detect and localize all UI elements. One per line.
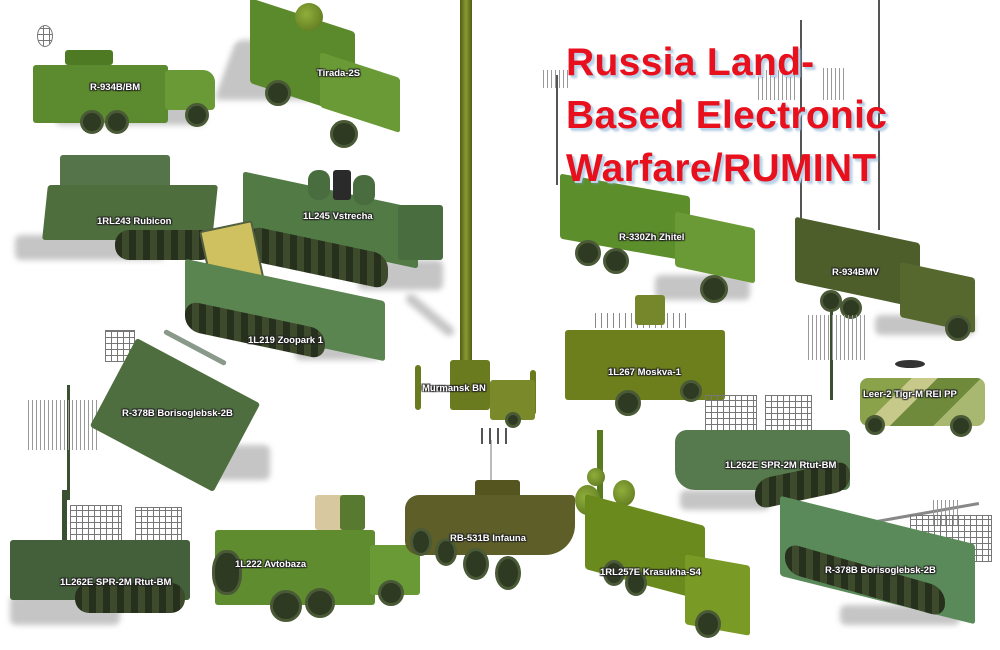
- lpda-antenna-center-right: [805, 315, 865, 360]
- lpda-antenna-title-left: [540, 70, 570, 88]
- label-tirada2s: Tirada-2S: [317, 68, 361, 79]
- vehicle-zhitel[interactable]: R-330Zh Zhitel: [555, 173, 755, 310]
- lpda-antenna-title: [755, 70, 795, 100]
- label-rtut-left: 1L262E SPR-2M Rtut-BM: [60, 577, 172, 588]
- label-infauna: RB-531B Infauna: [450, 533, 527, 544]
- label-rtut-right: 1L262E SPR-2M Rtut-BM: [725, 460, 837, 471]
- label-zoopark: 1L219 Zoopark 1: [248, 335, 323, 346]
- label-leer2: Leer-2 Tigr-M REI PP: [863, 389, 957, 400]
- antenna-pole-title-left: [556, 75, 558, 185]
- vehicle-krasukha[interactable]: 1RL257E Krasukha-S4: [575, 430, 755, 645]
- vehicle-tirada2s[interactable]: Tirada-2S: [214, 0, 415, 160]
- vehicle-rtut-left[interactable]: 1L262E SPR-2M Rtut-BM: [5, 490, 205, 635]
- title-line-2: Based Electronic: [566, 94, 888, 137]
- label-r934bbm: R-934B/BM: [90, 82, 141, 93]
- infauna-antenna-array: [475, 428, 511, 444]
- antenna-mast-right-1: [878, 0, 880, 230]
- vehicle-r934bbm[interactable]: R-934B/BM: [25, 25, 220, 135]
- label-krasukha: 1RL257E Krasukha-S4: [600, 567, 701, 578]
- label-borisoglebsk-left: R-378B Borisoglebsk-2B: [122, 408, 233, 419]
- label-borisoglebsk-right: R-378B Borisoglebsk-2B: [825, 565, 936, 576]
- title-line-3: Warfare/RUMINT: [566, 147, 877, 190]
- vehicle-r934bmv[interactable]: R-934BMV: [795, 215, 985, 345]
- label-zhitel: R-330Zh Zhitel: [619, 232, 685, 243]
- antenna-mast-right-2: [800, 20, 802, 240]
- infauna-antenna-mast: [490, 440, 492, 485]
- vehicle-avtobaza[interactable]: 1L222 Avtobaza: [210, 480, 425, 645]
- vehicle-zoopark[interactable]: 1L219 Zoopark 1: [180, 220, 390, 370]
- title-line-1: Russia Land-: [566, 41, 815, 84]
- vehicle-vstrecha[interactable]: 1L245 Vstrecha: [238, 165, 448, 295]
- lpda-antenna-title-2: [820, 68, 845, 100]
- mast-shadow: [403, 291, 457, 339]
- page-title: Russia Land- Based Electronic Warfare/RU…: [566, 36, 966, 195]
- label-moskva: 1L267 Moskva-1: [608, 367, 681, 378]
- vehicle-borisoglebsk-left[interactable]: R-378B Borisoglebsk-2B: [89, 295, 285, 493]
- vehicle-leer2[interactable]: Leer-2 Tigr-M REI PP: [855, 360, 995, 440]
- label-murmansk: Murmansk BN: [422, 383, 486, 394]
- murmansk-mast: [460, 0, 472, 360]
- vehicle-infauna[interactable]: RB-531B Infauna: [405, 480, 580, 600]
- vehicle-rtut-right[interactable]: 1L262E SPR-2M Rtut-BM: [670, 390, 855, 520]
- vehicle-murmansk[interactable]: Murmansk BN: [410, 340, 555, 430]
- vehicle-moskva[interactable]: 1L267 Moskva-1: [560, 295, 730, 420]
- lpda-antenna-left: [25, 400, 100, 450]
- label-rubicon: 1RL243 Rubicon: [97, 216, 172, 227]
- label-r934bmv: R-934BMV: [832, 267, 879, 278]
- label-avtobaza: 1L222 Avtobaza: [235, 559, 307, 570]
- label-vstrecha: 1L245 Vstrecha: [303, 211, 373, 222]
- vehicle-borisoglebsk-right[interactable]: R-378B Borisoglebsk-2B: [780, 460, 1000, 635]
- vehicle-rubicon[interactable]: 1RL243 Rubicon: [15, 150, 220, 270]
